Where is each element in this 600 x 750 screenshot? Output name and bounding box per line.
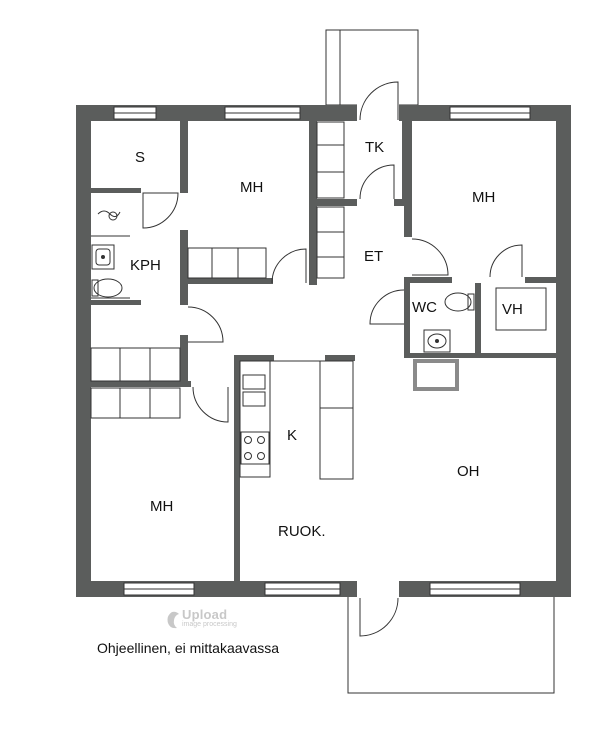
room-label-s: S [135,149,146,166]
kitchen-fixtures [239,360,354,480]
top-entrance-porch [325,29,419,106]
room-label-k: K [287,427,298,444]
wardrobes [90,121,547,419]
room-label-kph: KPH [130,257,161,274]
interior-walls [91,121,556,583]
column [413,359,459,391]
room-label-tk: TK [365,139,385,156]
watermark-logo: Upload image processing [165,607,255,631]
watermark-mark-icon [167,611,179,629]
room-label-mh-top: MH [240,179,264,196]
watermark-tagline: image processing [182,621,237,628]
room-label-oh: OH [457,463,480,480]
room-label-mh-bottom: MH [150,498,174,515]
windows [113,106,531,596]
room-label-mh-right: MH [472,189,496,206]
room-label-ruok: RUOK. [278,523,326,540]
door-swings [142,81,523,637]
room-label-wc: WC [412,299,437,316]
watermark-brand: Upload [182,607,228,622]
room-label-et: ET [364,248,384,265]
bottom-balcony [347,595,555,694]
room-label-vh: VH [502,301,523,318]
bathroom-fixtures [91,210,475,353]
plan-caption: Ohjeellinen, ei mittakaavassa [97,640,280,656]
entrance-openings [357,104,399,598]
